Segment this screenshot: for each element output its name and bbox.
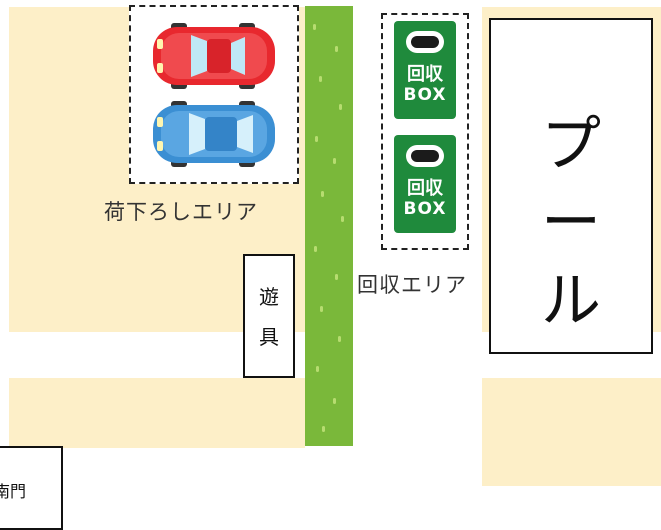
collection-box-label: 回収 (407, 178, 443, 199)
blue-car-icon (153, 101, 275, 167)
playground-label-char: 遊 (259, 285, 279, 309)
collection-area: 回収 BOX 回収 BOX (381, 13, 469, 250)
collection-box-sublabel: BOX (403, 85, 447, 105)
red-car-icon (153, 23, 275, 89)
collection-box-sublabel: BOX (403, 199, 447, 219)
box-slot-icon (406, 145, 444, 167)
south-gate-label: 南門 (0, 482, 27, 501)
playground-label-char: 具 (259, 325, 279, 349)
pool-label-char: ル (541, 266, 601, 336)
collection-box-label: 回収 (407, 64, 443, 85)
collection-box: 回収 BOX (394, 135, 456, 233)
ground-area-bottom-left (9, 378, 305, 448)
pool-label-char: ー (541, 188, 601, 258)
collection-box: 回収 BOX (394, 21, 456, 119)
playground-equipment: 遊 具 (243, 254, 295, 378)
ground-area-right-bottom (482, 378, 661, 486)
pool-label-char: プ (541, 110, 601, 180)
loading-area-label: 荷下ろしエリア (104, 200, 258, 224)
box-slot-icon (406, 31, 444, 53)
loading-area (129, 5, 299, 184)
pool: プ ー ル (489, 18, 653, 354)
grass-strip (305, 6, 353, 446)
south-gate: 南門 (0, 446, 63, 530)
collection-area-label: 回収エリア (357, 273, 467, 297)
